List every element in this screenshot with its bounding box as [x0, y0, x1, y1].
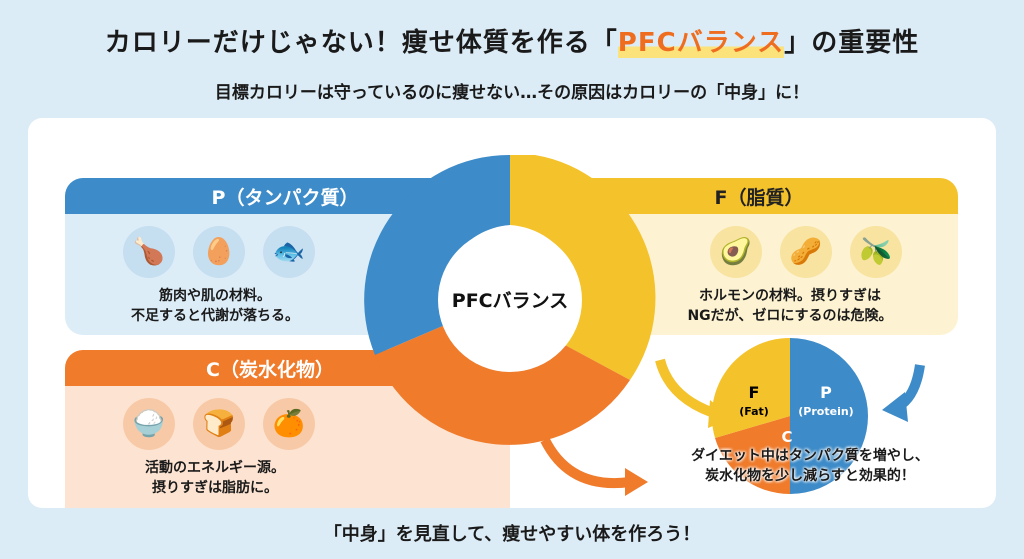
pie-p-sub: (Protein) — [798, 405, 853, 418]
tip-text: ダイエット中はタンパク質を増やし、炭水化物を少し減らすと効果的！ — [691, 448, 929, 484]
chicken-icon: 🍗 — [123, 226, 175, 278]
pie-c-label: C — [781, 428, 792, 446]
pie-p-label: P — [820, 383, 832, 402]
pfc-cycle-ring: PFCバランス — [364, 154, 656, 445]
rice-icon: 🍚 — [123, 398, 175, 450]
avocado-icon: 🥑 — [710, 226, 762, 278]
protein-desc: 筋肉や肌の材料。不足すると代謝が落ちる。 — [131, 288, 299, 324]
ring-center-label: PFCバランス — [452, 290, 568, 312]
nuts-icon: 🥜 — [780, 226, 832, 278]
carb-desc: 活動のエネルギー源。摂りすぎは脂肪に。 — [145, 460, 285, 496]
ring-carb-segment — [375, 325, 630, 445]
title-text: カロリーだけじゃない！痩せ体質を作る「 — [104, 28, 618, 58]
pie-f-sub: (Fat) — [739, 405, 769, 418]
bread-icon: 🍞 — [193, 398, 245, 450]
pie-protein-slice — [790, 338, 868, 494]
olive-oil-icon: 🫒 — [850, 226, 902, 278]
ring-protein-segment — [364, 154, 510, 355]
carb-arrow-icon — [540, 437, 631, 488]
fat-title: F（脂質） — [560, 178, 958, 214]
ring-fat-segment — [510, 155, 656, 380]
fruit-icon: 🍊 — [263, 398, 315, 450]
title-text-end: 」の重要性 — [784, 28, 920, 58]
pie-carb-slice — [715, 416, 790, 494]
pfc-pie-chart: F (Fat) P (Protein) C — [712, 338, 868, 494]
page-title: カロリーだけじゃない！痩せ体質を作る「PFCバランス」の重要性 — [0, 22, 1024, 59]
egg-icon: 🥚 — [193, 226, 245, 278]
fish-icon: 🐟 — [263, 226, 315, 278]
pie-f-label: F — [749, 383, 760, 402]
subtitle: 目標カロリーは守っているのに痩せない…その原因はカロリーの「中身」に！ — [214, 83, 810, 103]
pie-fat-slice — [712, 338, 790, 438]
footer-message: 「中身」を見直して、痩せやすい体を作ろう！ — [323, 524, 701, 545]
title-highlight: PFCバランス — [617, 28, 785, 58]
